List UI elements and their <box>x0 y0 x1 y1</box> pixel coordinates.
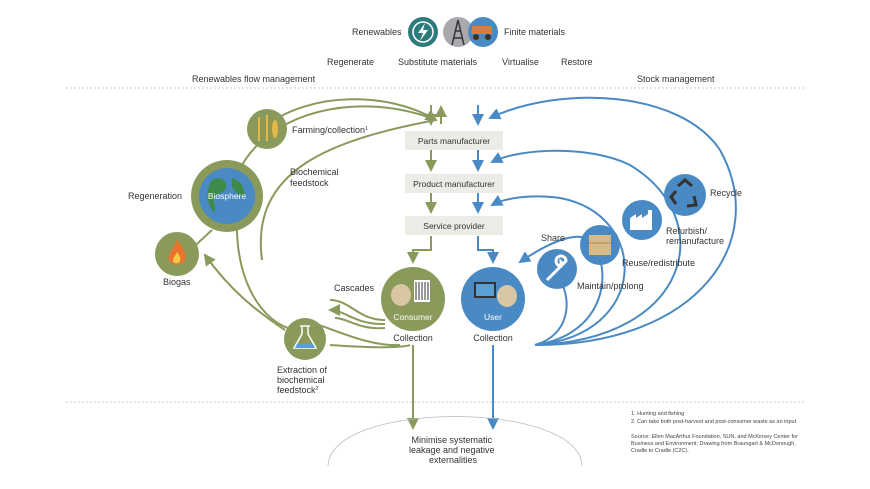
share-label: Share <box>541 233 565 243</box>
flask-icon <box>284 318 326 360</box>
leakage-label: Minimise systematic leakage and negative… <box>409 435 497 465</box>
biogas-label: Biogas <box>163 277 191 287</box>
principle-regenerate: Regenerate <box>327 57 374 67</box>
footnote-1: 1. Hunting and fishing <box>631 411 684 417</box>
product-manufacturer-label: Product manufacturer <box>413 179 495 189</box>
box-icon <box>580 225 620 265</box>
reuse-label: Reuse/redistribute <box>622 258 695 268</box>
wheat-fish-icon <box>247 109 287 149</box>
user-label: User <box>484 312 502 322</box>
finite-materials-label: Finite materials <box>504 27 566 37</box>
mining-truck-icon <box>468 17 498 47</box>
renewables-icon <box>408 17 438 47</box>
refurbish-label: Refurbish/ remanufacture <box>666 226 724 246</box>
source-line-1: Source: Ellen MacArthur Foundation, SUN,… <box>631 434 798 440</box>
biosphere-label: Biosphere <box>208 191 247 201</box>
wrench-icon <box>537 249 577 289</box>
factory-icon <box>622 200 662 240</box>
consumer-label: Consumer <box>393 312 432 322</box>
collection-left-label: Collection <box>393 333 433 343</box>
renewables-label: Renewables <box>352 27 402 37</box>
parts-manufacturer-label: Parts manufacturer <box>418 136 490 146</box>
flame-icon <box>155 232 199 276</box>
user-circle <box>461 267 525 331</box>
principle-substitute: Substitute materials <box>398 57 478 67</box>
principle-restore: Restore <box>561 57 593 67</box>
service-provider-label: Service provider <box>423 221 485 231</box>
parts-manufacturer-box <box>405 131 503 150</box>
biochemical-feedstock-label: Biochemical feedstock <box>290 167 341 188</box>
regeneration-label: Regeneration <box>128 191 182 201</box>
farming-label: Farming/collection1 <box>292 125 368 135</box>
principle-virtualise: Virtualise <box>502 57 539 67</box>
cascades-label: Cascades <box>334 283 375 293</box>
footnote-2: 2. Can take both post-harvest and post-c… <box>631 419 797 425</box>
maintain-label: Maintain/prolong <box>577 281 644 291</box>
extraction-label: Extraction of biochemical feedstock2 <box>277 365 330 395</box>
consumer-circle <box>381 267 445 331</box>
renewables-flow-heading: Renewables flow management <box>192 74 316 84</box>
recycle-label: Recycle <box>710 188 742 198</box>
source-line-3: Cradle to Cradle (C2C). <box>631 448 689 454</box>
oil-rig-icon <box>443 17 473 47</box>
biosphere-globe-icon <box>191 160 263 232</box>
stock-management-heading: Stock management <box>637 74 715 84</box>
service-provider-box <box>405 216 503 235</box>
collection-right-label: Collection <box>473 333 513 343</box>
product-manufacturer-box <box>405 174 503 193</box>
recycle-icon <box>664 174 706 216</box>
source-line-2: Business and Environment; Drawing from B… <box>631 441 796 447</box>
